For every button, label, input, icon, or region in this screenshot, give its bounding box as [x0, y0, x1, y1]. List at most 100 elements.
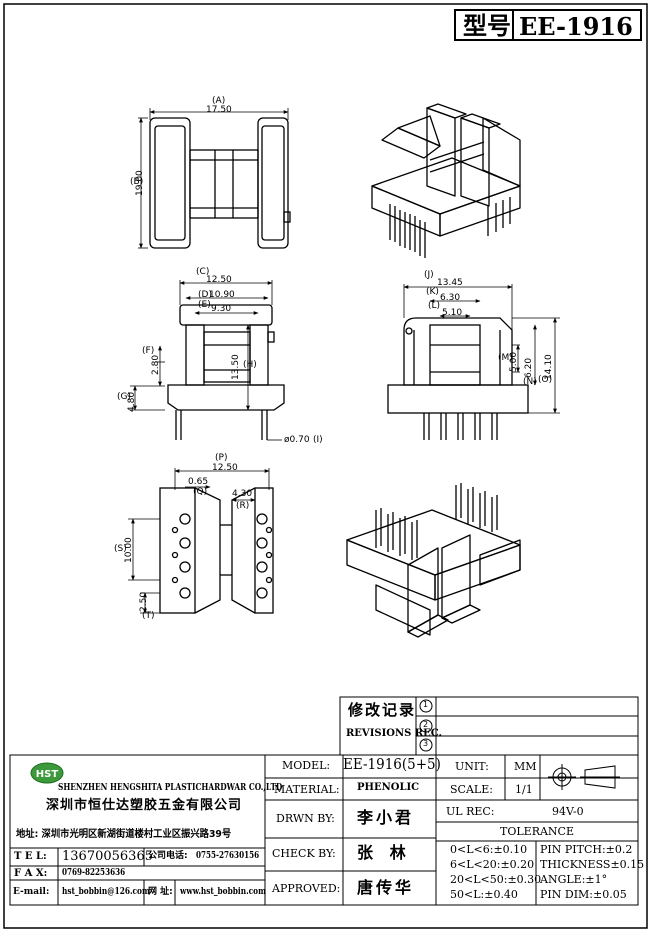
- dim-c-value: 12.50: [206, 275, 232, 285]
- dim-o-value: 14.10: [544, 354, 554, 380]
- web-label: 网 址:: [148, 887, 173, 897]
- unit-label: UNIT:: [455, 760, 489, 773]
- dim-t-label: (T): [142, 611, 155, 621]
- dim-c-label: (C): [196, 267, 210, 277]
- dim-j-value: 13.45: [437, 278, 463, 288]
- company-name-en: SHENZHEN HENGSHITA PLASTICHARDWAR CO.,LT…: [58, 783, 283, 793]
- svg-text:HST: HST: [36, 769, 59, 780]
- dim-j-label: (J): [424, 270, 434, 280]
- dim-e-label: (E): [198, 300, 211, 310]
- iso-view-top: [371, 103, 521, 258]
- tol-left-0: 0<L<6:±0.10: [450, 843, 528, 856]
- model-header-value: EE-1916: [519, 12, 633, 41]
- ul-label: UL REC:: [446, 805, 495, 818]
- dim-n-label: (N): [523, 377, 537, 387]
- dim-h-label: (H): [243, 360, 257, 370]
- ul-value: 94V-0: [552, 805, 584, 818]
- model-header-label: 型号: [463, 12, 511, 40]
- approved-label: APPROVED:: [272, 882, 341, 895]
- bottom-view: [159, 487, 274, 614]
- dim-b-value: 19.00: [135, 170, 145, 196]
- side-view: [167, 304, 285, 440]
- dim-f-value: 2.80: [151, 354, 161, 375]
- email-label: E-mail:: [13, 887, 50, 897]
- scale-label: SCALE:: [450, 783, 493, 796]
- dim-l-value: 5.10: [442, 308, 463, 318]
- model-label: MODEL:: [282, 759, 331, 772]
- tel-value: 13670056365: [62, 849, 153, 864]
- dim-i-label: (I): [313, 435, 323, 445]
- fax-label: F A X:: [14, 868, 48, 879]
- dim-t-value: 2.50: [139, 591, 149, 612]
- dim-s-value: 10.00: [124, 537, 134, 563]
- dim-p-label: (P): [215, 453, 228, 463]
- right-view: [387, 317, 529, 440]
- dim-b-label: (B): [130, 177, 144, 187]
- dim-f-label: (F): [142, 346, 155, 356]
- company-name-cn: 深圳市恒仕达塑胶五金有限公司: [46, 798, 243, 813]
- dim-r-label: (R): [236, 501, 250, 511]
- revision-mark-1: 1: [423, 700, 429, 709]
- dim-l-label: (L): [428, 301, 441, 311]
- revision-mark-3: 3: [423, 739, 429, 748]
- dim-pqrst: [128, 468, 270, 614]
- approved-value: 唐传华: [357, 878, 415, 897]
- company-tel-value: 0755-27630156: [196, 851, 260, 861]
- dim-r-value: 4.30: [232, 489, 253, 499]
- dim-cde: [130, 280, 282, 441]
- dim-k-label: (K): [426, 287, 439, 297]
- revisions-title: 修改记录: [348, 701, 417, 719]
- web-value: www.hst_bobbin.com: [180, 887, 266, 897]
- company-tel-label: 公司电话:: [148, 851, 188, 861]
- material-label: MATERIAL:: [274, 783, 340, 796]
- sheet-border: [3, 3, 648, 929]
- dim-i-value: ø0.70: [284, 435, 310, 445]
- iso-view-bottom: [346, 483, 521, 638]
- check-value: 张 林: [357, 843, 406, 862]
- tol-right-0: PIN PITCH:±0.2: [540, 843, 633, 856]
- tol-right-1: THICKNESS±0.15: [540, 858, 645, 871]
- tol-left-2: 20<L<50:±0.30: [450, 873, 542, 886]
- dim-a-value: 17.50: [206, 105, 232, 115]
- email-value: hst_bobbin@126.com: [62, 887, 150, 897]
- dim-e-value: 9.30: [211, 304, 232, 314]
- dim-q-label: (Q): [193, 487, 208, 497]
- dim-g-label: (G): [117, 392, 132, 402]
- title-block-grid: [9, 754, 639, 906]
- fax-value: 0769-82253636: [62, 868, 126, 878]
- dim-n-value: 6.20: [524, 357, 534, 378]
- material-value: PHENOLIC: [357, 782, 420, 793]
- dim-d-value: 10.90: [209, 290, 235, 300]
- dim-m-label: (M): [498, 353, 513, 363]
- unit-value: MM: [514, 760, 537, 773]
- front-view: [149, 117, 291, 249]
- check-label: CHECK BY:: [272, 847, 336, 860]
- dim-b: [138, 117, 148, 249]
- dim-q-value: 0.65: [188, 477, 209, 487]
- revisions-subtitle: REVISIONS REC.: [346, 728, 443, 739]
- company-logo: HST: [30, 762, 64, 784]
- dim-d-label: (D): [198, 290, 212, 300]
- scale-value: 1/1: [515, 783, 533, 796]
- tol-right-2: ANGLE:±1°: [540, 873, 608, 886]
- dim-jklmno: [403, 284, 560, 414]
- tolerance-label: TOLERANCE: [500, 825, 574, 838]
- dim-p-value: 12.50: [212, 463, 238, 473]
- tel-label: T E L:: [14, 851, 47, 862]
- tol-left-3: 50<L:±0.40: [450, 888, 518, 901]
- projection-symbol-icon: [548, 764, 620, 790]
- dim-o-label: (O): [538, 375, 553, 385]
- company-address: 地址: 深圳市光明区新湖街道楼村工业区振兴路39号: [16, 829, 232, 840]
- dim-k-value: 6.30: [440, 293, 461, 303]
- revision-mark-2: 2: [423, 720, 429, 729]
- dim-h-value: 13.50: [231, 354, 241, 380]
- tol-left-1: 6<L<20:±0.20: [450, 858, 535, 871]
- dim-g-value: 4.80: [127, 391, 137, 412]
- dim-m-value: 5.00: [509, 351, 519, 372]
- dim-s-label: (S): [114, 544, 127, 554]
- dim-a: [149, 108, 289, 120]
- drawn-label: DRWN BY:: [276, 812, 335, 825]
- tol-right-3: PIN DIM:±0.05: [540, 888, 627, 901]
- model-value: EE-1916(5+5): [343, 755, 441, 773]
